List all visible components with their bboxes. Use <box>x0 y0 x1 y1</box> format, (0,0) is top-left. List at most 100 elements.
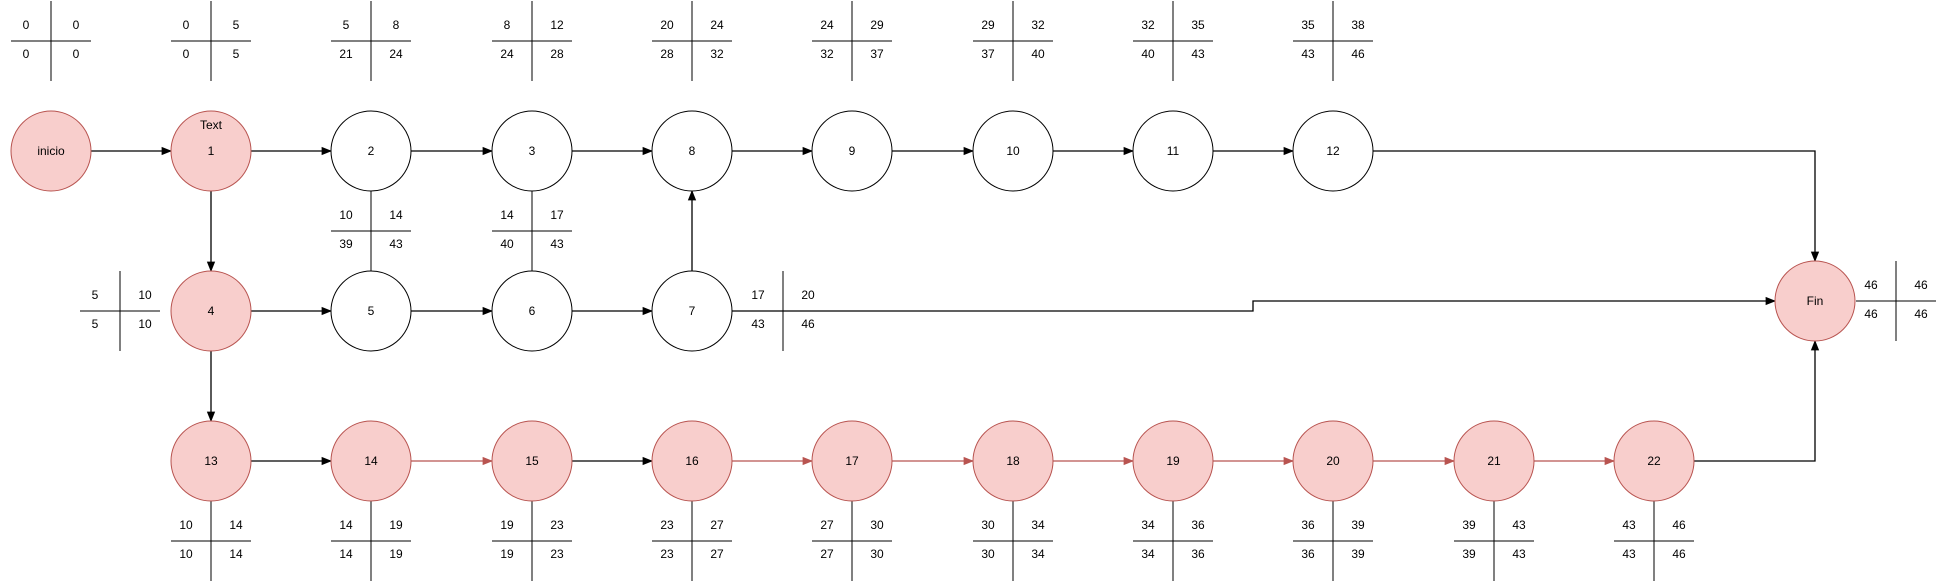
table-lf-value: 46 <box>801 317 815 331</box>
table-es-value: 20 <box>660 18 674 32</box>
table-ef-value: 39 <box>1351 518 1365 532</box>
table-lf-value: 0 <box>73 47 80 61</box>
node-label: 2 <box>368 144 375 158</box>
table-ls-value: 43 <box>751 317 765 331</box>
node-circle <box>10 110 92 192</box>
node-2: 2 <box>330 110 412 192</box>
node-21: 21 <box>1453 420 1535 502</box>
table-lf-value: 27 <box>710 547 724 561</box>
table-lf-value: 28 <box>550 47 564 61</box>
node-label: 22 <box>1647 454 1661 468</box>
table-es-value: 29 <box>981 18 995 32</box>
table-ls-value: 37 <box>981 47 995 61</box>
table-lf-value: 43 <box>550 237 564 251</box>
table-es-value: 46 <box>1864 278 1878 292</box>
node-14: 14 <box>330 420 412 502</box>
table-lf-value: 46 <box>1351 47 1365 61</box>
table-lf-value: 43 <box>1512 547 1526 561</box>
node-13: 13 <box>170 420 252 502</box>
table-ls-value: 40 <box>1141 47 1155 61</box>
node-label: 12 <box>1326 144 1340 158</box>
node-circle <box>330 110 412 192</box>
table-es-value: 35 <box>1301 18 1315 32</box>
node-12: 12 <box>1292 110 1374 192</box>
node-label: 10 <box>1006 144 1020 158</box>
node-label: 20 <box>1326 454 1340 468</box>
table-ls-value: 28 <box>660 47 674 61</box>
table-lf-value: 32 <box>710 47 724 61</box>
node-circle <box>491 270 573 352</box>
table-lf-value: 5 <box>233 47 240 61</box>
table-lf-value: 19 <box>389 547 403 561</box>
node-1: 1 <box>170 110 252 192</box>
stray-text-label: Text <box>200 118 223 132</box>
table-es-value: 32 <box>1141 18 1155 32</box>
table-ls-value: 30 <box>981 547 995 561</box>
table-lf-value: 24 <box>389 47 403 61</box>
node-circle <box>170 270 252 352</box>
node-17: 17 <box>811 420 893 502</box>
table-ls-value: 46 <box>1864 307 1878 321</box>
node-label: 14 <box>364 454 378 468</box>
table-ef-value: 23 <box>550 518 564 532</box>
node-label: 6 <box>529 304 536 318</box>
table-es-value: 17 <box>751 288 765 302</box>
node-circle <box>170 110 252 192</box>
node-circle <box>811 420 893 502</box>
node-circle <box>1774 260 1856 342</box>
table-lf-value: 10 <box>138 317 152 331</box>
node-circle <box>972 420 1054 502</box>
table-ef-value: 35 <box>1191 18 1205 32</box>
node-11: 11 <box>1132 110 1214 192</box>
node-19: 19 <box>1132 420 1214 502</box>
table-ef-value: 43 <box>1512 518 1526 532</box>
table-ef-value: 30 <box>870 518 884 532</box>
table-es-value: 0 <box>183 18 190 32</box>
table-ef-value: 36 <box>1191 518 1205 532</box>
node-circle <box>972 110 1054 192</box>
table-lf-value: 43 <box>389 237 403 251</box>
node-circle <box>330 270 412 352</box>
edge-12-to-fin <box>1373 150 1820 263</box>
table-lf-value: 46 <box>1914 307 1928 321</box>
table-es-value: 19 <box>500 518 514 532</box>
node-label: 5 <box>368 304 375 318</box>
table-ls-value: 43 <box>1622 547 1636 561</box>
table-es-value: 14 <box>339 518 353 532</box>
node-circle <box>491 420 573 502</box>
table-lf-value: 46 <box>1672 547 1686 561</box>
table-ef-value: 32 <box>1031 18 1045 32</box>
table-es-value: 0 <box>23 18 30 32</box>
table-ls-value: 27 <box>820 547 834 561</box>
table-ef-value: 27 <box>710 518 724 532</box>
table-ef-value: 5 <box>233 18 240 32</box>
table-ls-value: 40 <box>500 237 514 251</box>
table-es-value: 24 <box>820 18 834 32</box>
table-es-value: 36 <box>1301 518 1315 532</box>
node-label: 18 <box>1006 454 1020 468</box>
node-label: inicio <box>37 144 65 158</box>
table-ef-value: 0 <box>73 18 80 32</box>
table-lf-value: 34 <box>1031 547 1045 561</box>
table-es-value: 27 <box>820 518 834 532</box>
table-ef-value: 24 <box>710 18 724 32</box>
table-lf-value: 37 <box>870 47 884 61</box>
node-label: 4 <box>208 304 215 318</box>
node-circle <box>1613 420 1695 502</box>
node-label: 15 <box>525 454 539 468</box>
node-fin: Fin <box>1774 260 1856 342</box>
table-lf-value: 23 <box>550 547 564 561</box>
